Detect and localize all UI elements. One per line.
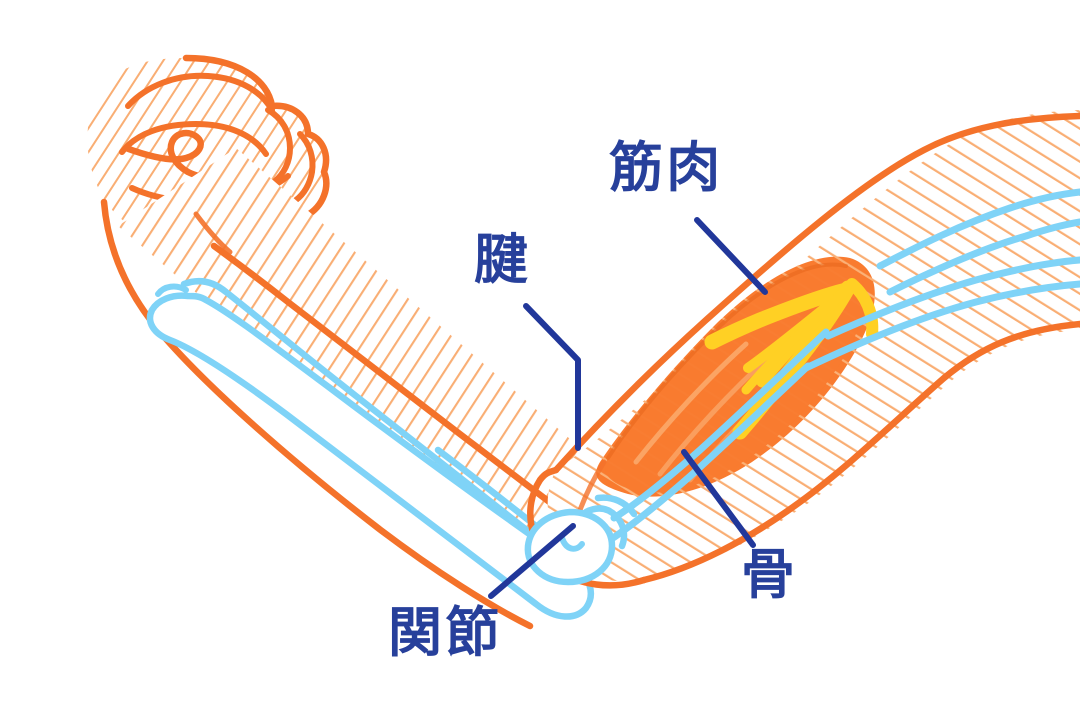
leader-lines [488,217,768,599]
leader-line-bone [681,449,756,548]
elbow-joint [524,494,638,586]
label-bone: 骨 [741,543,799,606]
label-joint: 関節 [388,601,503,664]
label-tendon: 腱 [474,228,532,291]
leader-line-joint [488,523,576,599]
label-muscle: 筋肉 [609,136,724,199]
humerus-bone [606,188,1080,544]
leader-line-muscle [694,217,768,295]
leader-line-tendon [523,303,581,451]
